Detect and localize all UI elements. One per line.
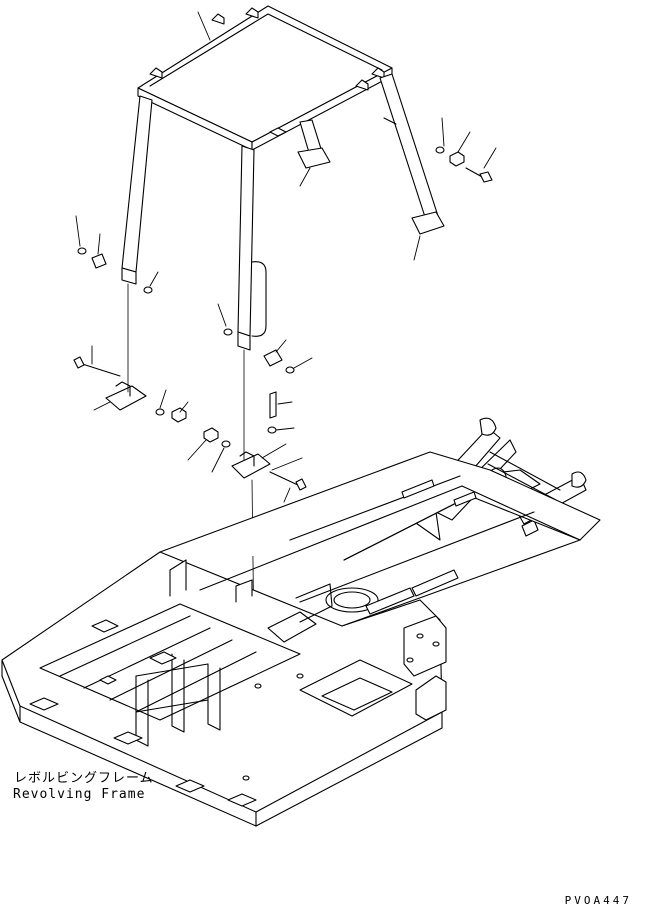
canopy-roof [138,6,392,150]
center-mount-parts [204,350,306,490]
figure-code: PVOA447 [564,894,632,907]
right-mount-parts [436,147,492,182]
leader-lines [76,12,496,502]
revolving-frame-label-ja: レボルビングフレーム [14,771,154,786]
revolving-frame-label-en: Revolving Frame [13,787,146,802]
revolving-frame [2,452,600,826]
canopy-posts [122,74,444,350]
left-mount-parts [74,248,232,422]
